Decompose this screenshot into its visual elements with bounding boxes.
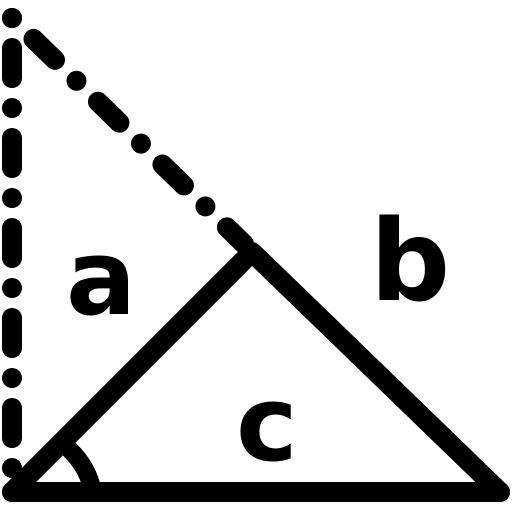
dashed-diagonal-line — [2, 8, 254, 254]
side-label-b: b — [370, 197, 451, 327]
top-vertex-dot — [2, 8, 22, 28]
angle-arc — [61, 441, 102, 501]
side-label-c: c — [236, 363, 298, 485]
triangle-outline — [2, 242, 510, 502]
side-label-a: a — [66, 217, 137, 339]
